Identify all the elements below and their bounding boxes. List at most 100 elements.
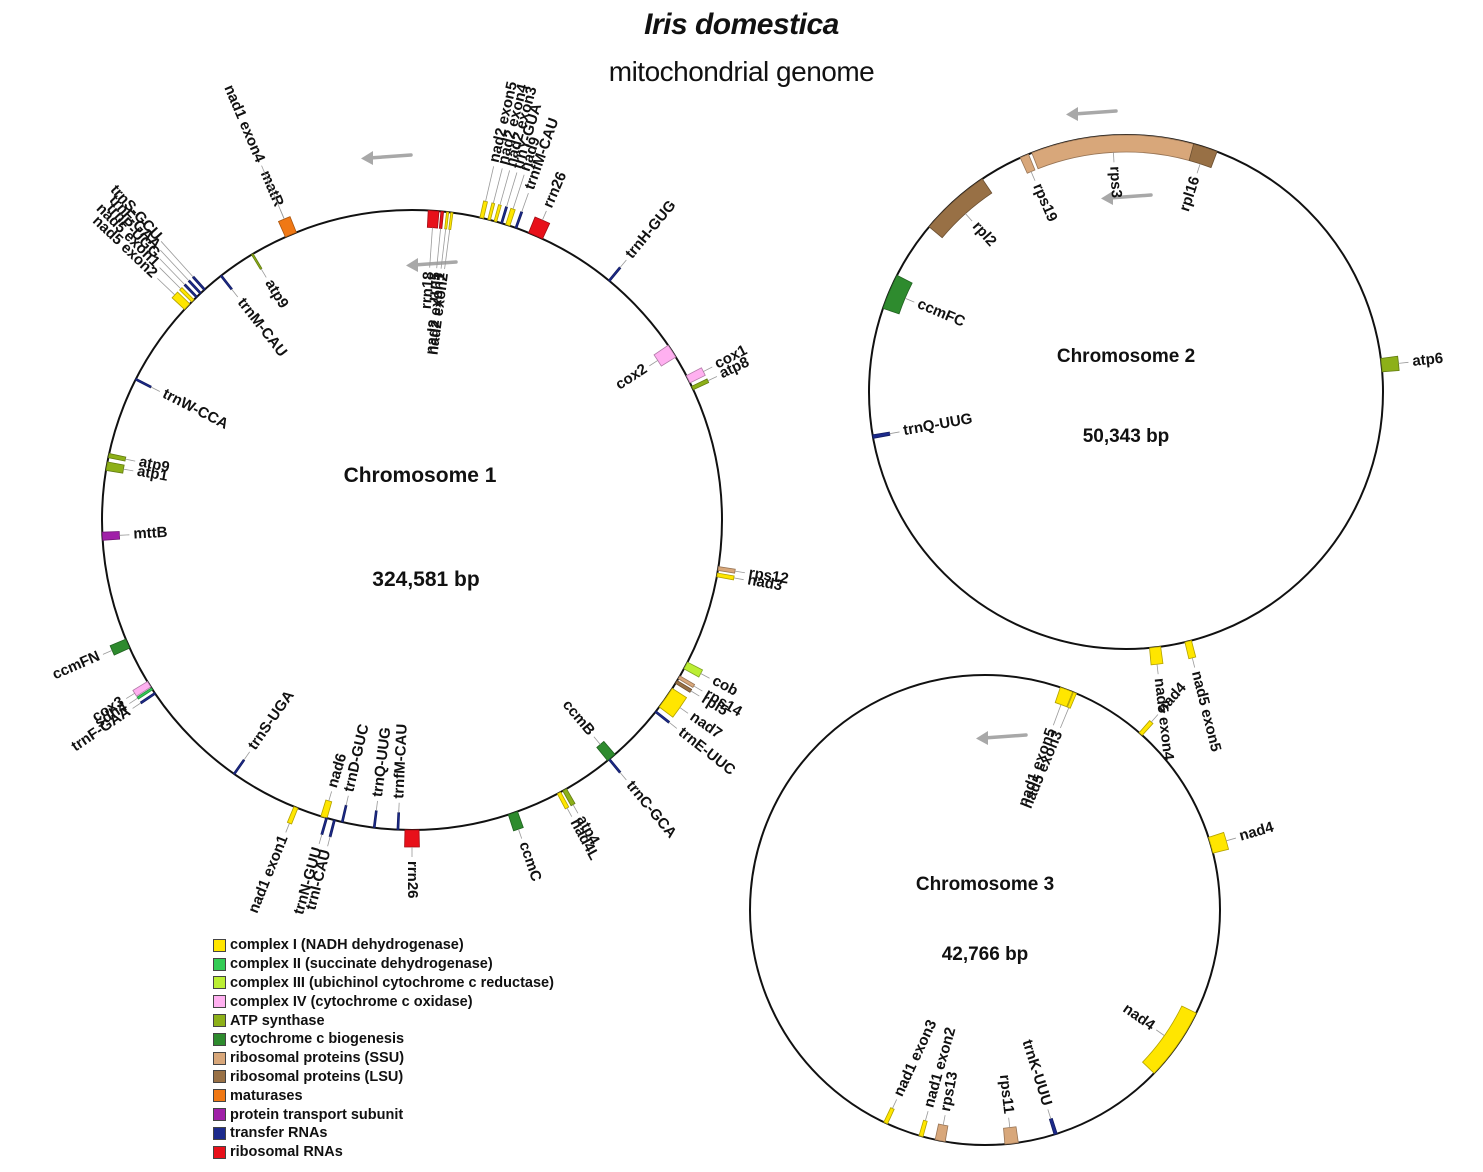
gene-block bbox=[1184, 640, 1197, 660]
gene-block bbox=[658, 687, 688, 718]
legend-label: transfer RNAs bbox=[230, 1125, 328, 1142]
gene-label: rpl2 bbox=[969, 218, 1000, 250]
gene-block bbox=[607, 266, 622, 282]
gene-leader-line bbox=[160, 241, 194, 278]
legend-item: protein transport subunit bbox=[213, 1105, 554, 1124]
gene-block bbox=[556, 791, 570, 810]
gene-rpl2: rpl2 bbox=[928, 178, 1000, 250]
gene-leader-line bbox=[492, 168, 503, 204]
gene-trnq-uug: trnQ-UUG bbox=[872, 410, 974, 439]
gene-nad5-exon3: nad5 exon3 bbox=[1019, 691, 1077, 811]
legend-label: ribosomal RNAs bbox=[230, 1144, 343, 1161]
legend-swatch bbox=[213, 957, 226, 971]
gene-label: trnK-UUU bbox=[1018, 1038, 1055, 1108]
legend-item: ATP synthase bbox=[213, 1011, 554, 1030]
chromosome-size: 50,343 bp bbox=[1083, 426, 1170, 447]
gene-matr: matR bbox=[257, 168, 297, 238]
gene-leader-line bbox=[679, 707, 689, 714]
gene-block bbox=[654, 710, 671, 724]
gene-leader-line bbox=[693, 685, 703, 692]
gene-rps11: rps11 bbox=[996, 1074, 1019, 1145]
gene-label: matR bbox=[257, 168, 287, 209]
gene-leader-line bbox=[542, 210, 547, 221]
gene-trnh-gug: trnH-GUG bbox=[607, 197, 680, 282]
legend-item: complex III (ubichinol cytochrome c redu… bbox=[213, 974, 554, 993]
gene-nad4: nad4 bbox=[1120, 1000, 1197, 1074]
gene-leader-line bbox=[703, 366, 713, 372]
gene-label: rps11 bbox=[996, 1074, 1017, 1115]
gene-block bbox=[136, 687, 154, 700]
gene-label: atp1 bbox=[136, 463, 169, 485]
gene-leader-line bbox=[123, 468, 134, 472]
legend-swatch bbox=[213, 938, 226, 952]
gene-block bbox=[404, 829, 420, 848]
gene-leader-line bbox=[892, 1099, 898, 1109]
legend-label: complex II (succinate dehydrogenase) bbox=[230, 956, 493, 973]
gene-leader-line bbox=[1226, 837, 1236, 842]
gene-block bbox=[607, 758, 622, 774]
gene-label: rps19 bbox=[1029, 181, 1060, 224]
legend-label: ribosomal proteins (SSU) bbox=[230, 1050, 405, 1067]
gene-leader-line bbox=[668, 721, 678, 729]
gene-block bbox=[596, 740, 616, 762]
gene-block bbox=[191, 275, 206, 291]
gene-leader-line bbox=[1191, 657, 1196, 668]
gene-block bbox=[448, 211, 454, 231]
gene-block bbox=[438, 210, 445, 229]
gene-nad3: nad3 bbox=[716, 571, 784, 594]
gene-leader-line bbox=[619, 772, 627, 781]
gene-leader-line bbox=[1030, 171, 1036, 181]
gene-atp9: atp9 bbox=[250, 253, 292, 311]
gene-atp6: atp6 bbox=[1380, 350, 1444, 373]
direction-arrow-icon bbox=[406, 258, 458, 272]
gene-block bbox=[674, 680, 693, 693]
chromosome-backbone bbox=[749, 674, 1221, 1146]
gene-leader-line bbox=[512, 174, 525, 210]
gene-leader-line bbox=[102, 650, 113, 655]
gene-ccmfn: ccmFN bbox=[50, 638, 131, 683]
legend-item: complex II (succinate dehydrogenase) bbox=[213, 955, 554, 974]
gene-trnw-cca: trnW-CCA bbox=[134, 377, 231, 433]
gene-block bbox=[1188, 143, 1218, 169]
legend-swatch bbox=[213, 976, 226, 990]
gene-label: nad3 bbox=[746, 571, 783, 594]
gene-block bbox=[132, 680, 152, 697]
gene-leader-line bbox=[444, 229, 451, 270]
legend-label: complex III (ubichinol cytochrome c redu… bbox=[230, 974, 554, 991]
gene-block bbox=[101, 531, 121, 541]
gene-label: ccmC bbox=[515, 839, 544, 883]
legend-swatch bbox=[213, 1145, 226, 1159]
legend-item: ribosomal RNAs bbox=[213, 1143, 554, 1162]
legend-label: maturases bbox=[230, 1087, 303, 1104]
legend: complex I (NADH dehydrogenase)complex II… bbox=[213, 936, 554, 1162]
legend-swatch bbox=[213, 1108, 226, 1122]
gene-atp9: atp9 bbox=[107, 452, 171, 476]
gene-leader-line bbox=[150, 386, 161, 392]
gene-leader-line bbox=[328, 791, 333, 802]
gene-label: rps12 bbox=[748, 564, 790, 587]
gene-label: rps3 bbox=[1106, 166, 1125, 199]
gene-block bbox=[1138, 720, 1154, 736]
legend-label: protein transport subunit bbox=[230, 1106, 404, 1123]
gene-block bbox=[187, 279, 202, 295]
gene-leader-line bbox=[125, 692, 135, 699]
gene-leader-line bbox=[157, 278, 176, 296]
gene-block bbox=[1141, 1005, 1197, 1074]
gene-leader-line bbox=[942, 1115, 946, 1126]
gene-leader-line bbox=[1155, 1029, 1165, 1036]
gene-block bbox=[528, 216, 551, 240]
gene-label: rrn18 bbox=[418, 271, 438, 310]
legend-swatch bbox=[213, 1089, 226, 1103]
gene-block bbox=[134, 377, 152, 389]
gene-ccmc: ccmC bbox=[507, 810, 545, 884]
legend-label: complex IV (cytochrome c oxidase) bbox=[230, 993, 473, 1010]
gene-block bbox=[677, 675, 696, 688]
gene-label: trnC-GCA bbox=[623, 777, 680, 841]
gene-leader-line bbox=[318, 834, 323, 845]
gene-label: atp9 bbox=[261, 276, 291, 311]
gene-block bbox=[507, 810, 524, 832]
gene-leader-line bbox=[572, 804, 579, 814]
direction-arrow-icon bbox=[976, 731, 1028, 745]
